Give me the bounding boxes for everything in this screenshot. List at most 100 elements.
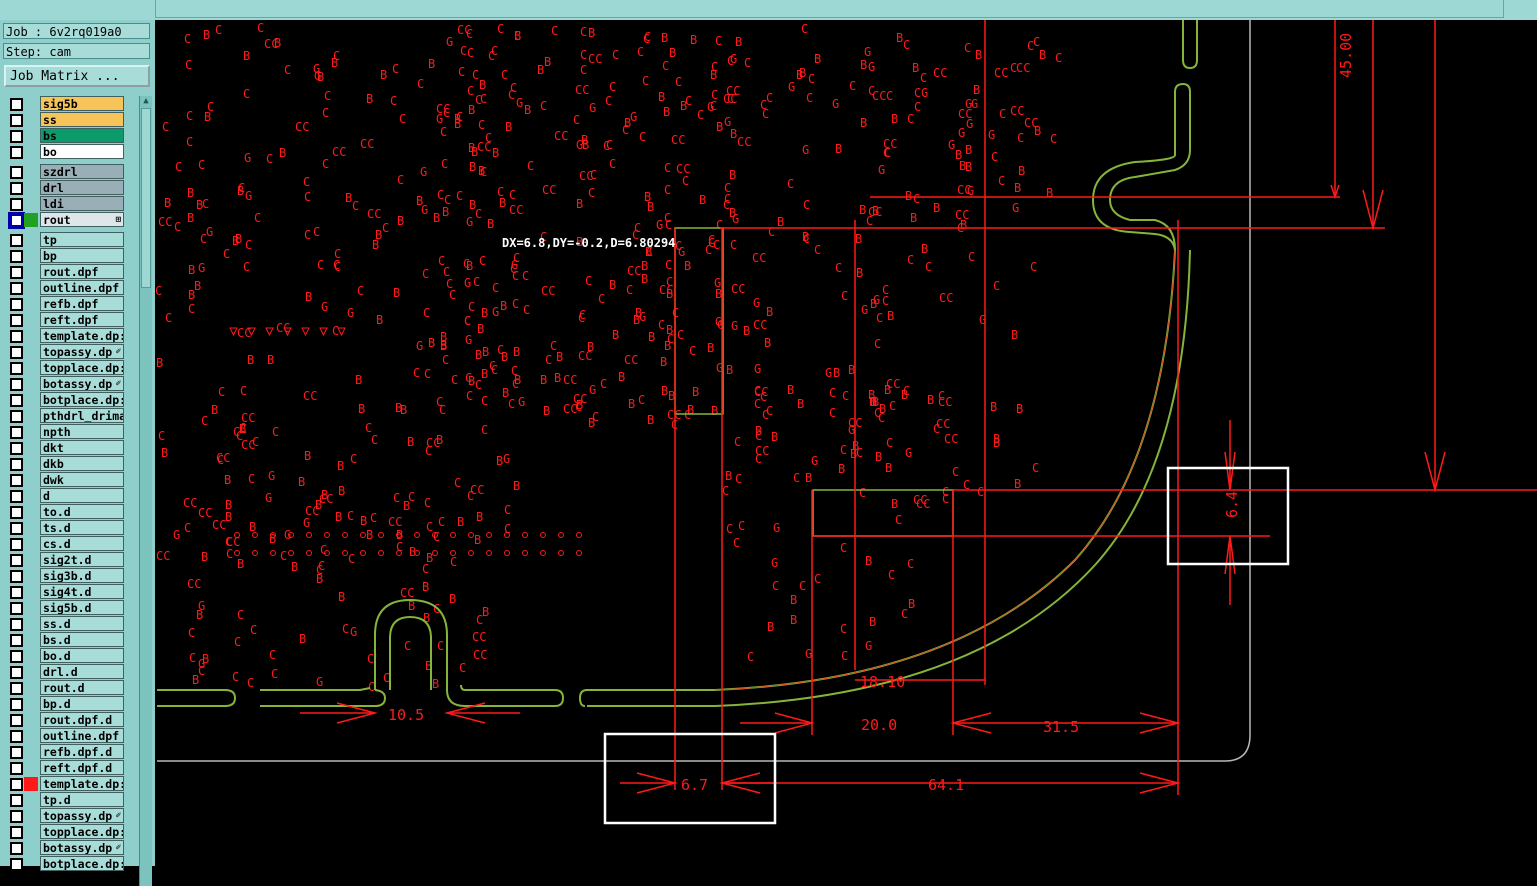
layer-name[interactable]: outline.dpf: [40, 280, 124, 295]
layer-visibility-checkbox[interactable]: [10, 98, 23, 111]
layer-visibility-checkbox[interactable]: [10, 130, 23, 143]
layer-visibility-checkbox[interactable]: [10, 682, 23, 695]
layer-name[interactable]: botassy.dp✐: [40, 376, 124, 391]
layer-visibility-checkbox[interactable]: [10, 730, 23, 743]
layer-name[interactable]: sig2t.d: [40, 552, 124, 567]
layer-name[interactable]: drl.d: [40, 664, 124, 679]
layer-name[interactable]: ss.d: [40, 616, 124, 631]
layer-visibility-checkbox[interactable]: [10, 634, 23, 647]
layer-visibility-checkbox[interactable]: [10, 554, 23, 567]
layer-row[interactable]: ss.d: [4, 616, 125, 631]
layer-row[interactable]: refb.dpf: [4, 296, 125, 311]
layer-visibility-checkbox[interactable]: [10, 458, 23, 471]
layer-name[interactable]: template.dp:: [40, 776, 124, 791]
layer-name[interactable]: dwk: [40, 472, 124, 487]
layer-visibility-checkbox[interactable]: [10, 570, 23, 583]
layer-visibility-checkbox[interactable]: [8, 212, 25, 229]
layer-visibility-checkbox[interactable]: [10, 650, 23, 663]
layer-visibility-checkbox[interactable]: [10, 522, 23, 535]
layer-row[interactable]: topplace.dp:: [4, 360, 125, 375]
layer-row[interactable]: template.dp:: [4, 776, 125, 791]
layer-row[interactable]: refb.dpf.d: [4, 744, 125, 759]
layer-visibility-checkbox[interactable]: [10, 362, 23, 375]
layer-row[interactable]: ss: [4, 112, 125, 127]
layer-name[interactable]: rout.dpf.d: [40, 712, 124, 727]
layer-visibility-checkbox[interactable]: [10, 314, 23, 327]
layer-row[interactable]: drl.d: [4, 664, 125, 679]
layer-name[interactable]: d: [40, 488, 124, 503]
layer-row[interactable]: ts.d: [4, 520, 125, 535]
layer-row[interactable]: template.dp:: [4, 328, 125, 343]
layer-name[interactable]: refb.dpf: [40, 296, 124, 311]
layer-row[interactable]: pthdrl_drima: [4, 408, 125, 423]
layer-visibility-checkbox[interactable]: [10, 506, 23, 519]
layer-name[interactable]: bo.d: [40, 648, 124, 663]
layer-name[interactable]: template.dp:: [40, 328, 124, 343]
layer-visibility-checkbox[interactable]: [10, 794, 23, 807]
layer-visibility-checkbox[interactable]: [10, 714, 23, 727]
layer-name[interactable]: reft.dpf: [40, 312, 124, 327]
layer-row[interactable]: botplace.dp:: [4, 856, 125, 871]
layer-name[interactable]: sig5b.d: [40, 600, 124, 615]
layer-row[interactable]: sig3b.d: [4, 568, 125, 583]
layer-row[interactable]: npth: [4, 424, 125, 439]
layer-row[interactable]: bp: [4, 248, 125, 263]
layer-row[interactable]: botassy.dp✐: [4, 376, 125, 391]
layer-row[interactable]: d: [4, 488, 125, 503]
layer-row[interactable]: rout.dpf: [4, 264, 125, 279]
layer-name[interactable]: botassy.dp✐: [40, 840, 124, 855]
layer-visibility-checkbox[interactable]: [10, 346, 23, 359]
layer-row[interactable]: rout⊞: [4, 212, 125, 229]
layer-name[interactable]: sig4t.d: [40, 584, 124, 599]
layer-visibility-checkbox[interactable]: [10, 778, 23, 791]
layer-name[interactable]: topplace.dp:: [40, 824, 124, 839]
layer-visibility-checkbox[interactable]: [10, 842, 23, 855]
layer-name[interactable]: sig3b.d: [40, 568, 124, 583]
layer-name[interactable]: npth: [40, 424, 124, 439]
layer-color-swatch[interactable]: [24, 213, 38, 227]
layer-row[interactable]: tp: [4, 232, 125, 247]
layer-name[interactable]: tp: [40, 232, 124, 247]
layer-name[interactable]: rout⊞: [40, 212, 124, 227]
layer-row[interactable]: bs: [4, 128, 125, 143]
layer-row[interactable]: dkb: [4, 456, 125, 471]
layer-color-swatch[interactable]: [24, 777, 38, 791]
layer-row[interactable]: drl: [4, 180, 125, 195]
job-matrix-button[interactable]: Job Matrix ...: [4, 65, 150, 87]
layer-name[interactable]: to.d: [40, 504, 124, 519]
layer-visibility-checkbox[interactable]: [10, 410, 23, 423]
layer-visibility-checkbox[interactable]: [10, 538, 23, 551]
layer-visibility-checkbox[interactable]: [10, 282, 23, 295]
layer-name[interactable]: rout.dpf: [40, 264, 124, 279]
layer-name[interactable]: bp: [40, 248, 124, 263]
layer-visibility-checkbox[interactable]: [10, 378, 23, 391]
layer-visibility-checkbox[interactable]: [10, 698, 23, 711]
layer-row[interactable]: bp.d: [4, 696, 125, 711]
layer-visibility-checkbox[interactable]: [10, 746, 23, 759]
layer-row[interactable]: cs.d: [4, 536, 125, 551]
layer-row[interactable]: dwk: [4, 472, 125, 487]
layer-row[interactable]: ldi: [4, 196, 125, 211]
scroll-up-arrow-icon[interactable]: ▲: [143, 96, 149, 106]
layer-row[interactable]: topassy.dp✐: [4, 808, 125, 823]
layer-visibility-checkbox[interactable]: [10, 114, 23, 127]
layer-row[interactable]: topplace.dp:: [4, 824, 125, 839]
layer-name[interactable]: botplace.dp:: [40, 392, 124, 407]
layer-name[interactable]: rout.d: [40, 680, 124, 695]
layer-row[interactable]: sig5b.d: [4, 600, 125, 615]
layer-visibility-checkbox[interactable]: [10, 858, 23, 871]
layer-visibility-checkbox[interactable]: [10, 474, 23, 487]
layer-visibility-checkbox[interactable]: [10, 146, 23, 159]
layer-visibility-checkbox[interactable]: [10, 234, 23, 247]
layer-visibility-checkbox[interactable]: [10, 602, 23, 615]
layer-name[interactable]: ldi: [40, 196, 124, 211]
layer-name[interactable]: bp.d: [40, 696, 124, 711]
layer-name[interactable]: bo: [40, 144, 124, 159]
layer-name[interactable]: bs: [40, 128, 124, 143]
layer-row[interactable]: sig2t.d: [4, 552, 125, 567]
layer-visibility-checkbox[interactable]: [10, 426, 23, 439]
layer-row[interactable]: topassy.dp✐: [4, 344, 125, 359]
layer-name[interactable]: ts.d: [40, 520, 124, 535]
layer-row[interactable]: bs.d: [4, 632, 125, 647]
